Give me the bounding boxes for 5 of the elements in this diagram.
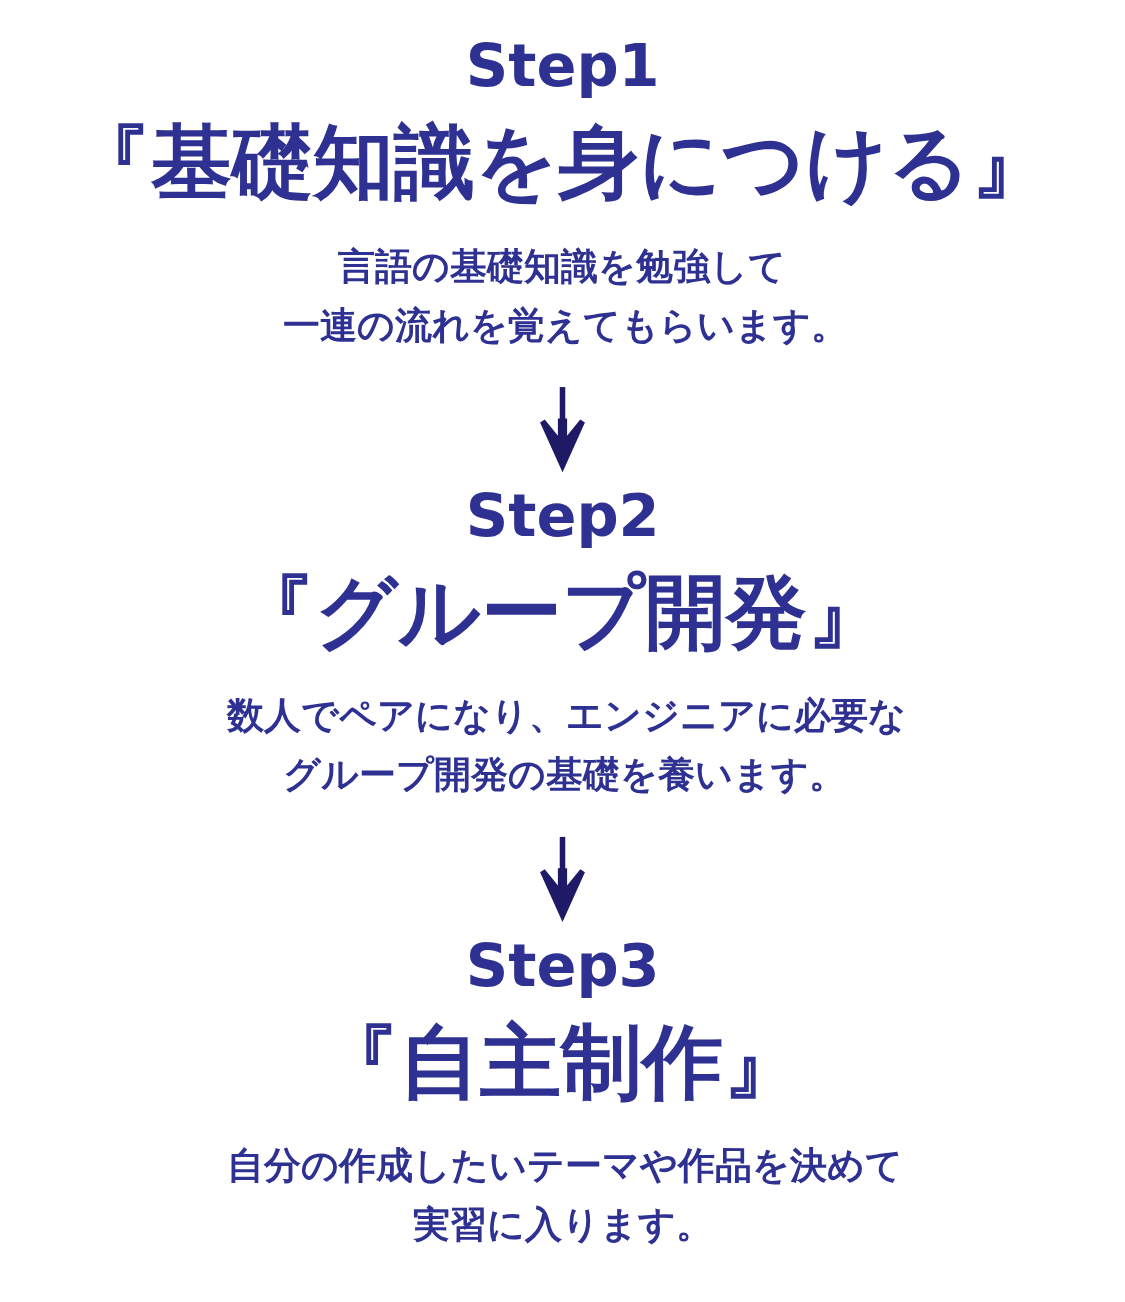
- node-text: Step3 『自主制作』 自分の作成したいテーマや作品を決めて実習に入ります。: [226, 930, 903, 1247]
- arrow: [539, 836, 586, 919]
- node-text: Step2 『グループ開発』 数人でペアになり、エンジニアに必要なグループ開発の基礎を養います。: [226, 480, 906, 797]
- node-text: Step1 『基礎知識を身につける』 言語の基礎知識を勉強して一連の流れを覚えてもらいます。: [70, 31, 1053, 347]
- arrow: [539, 387, 586, 469]
